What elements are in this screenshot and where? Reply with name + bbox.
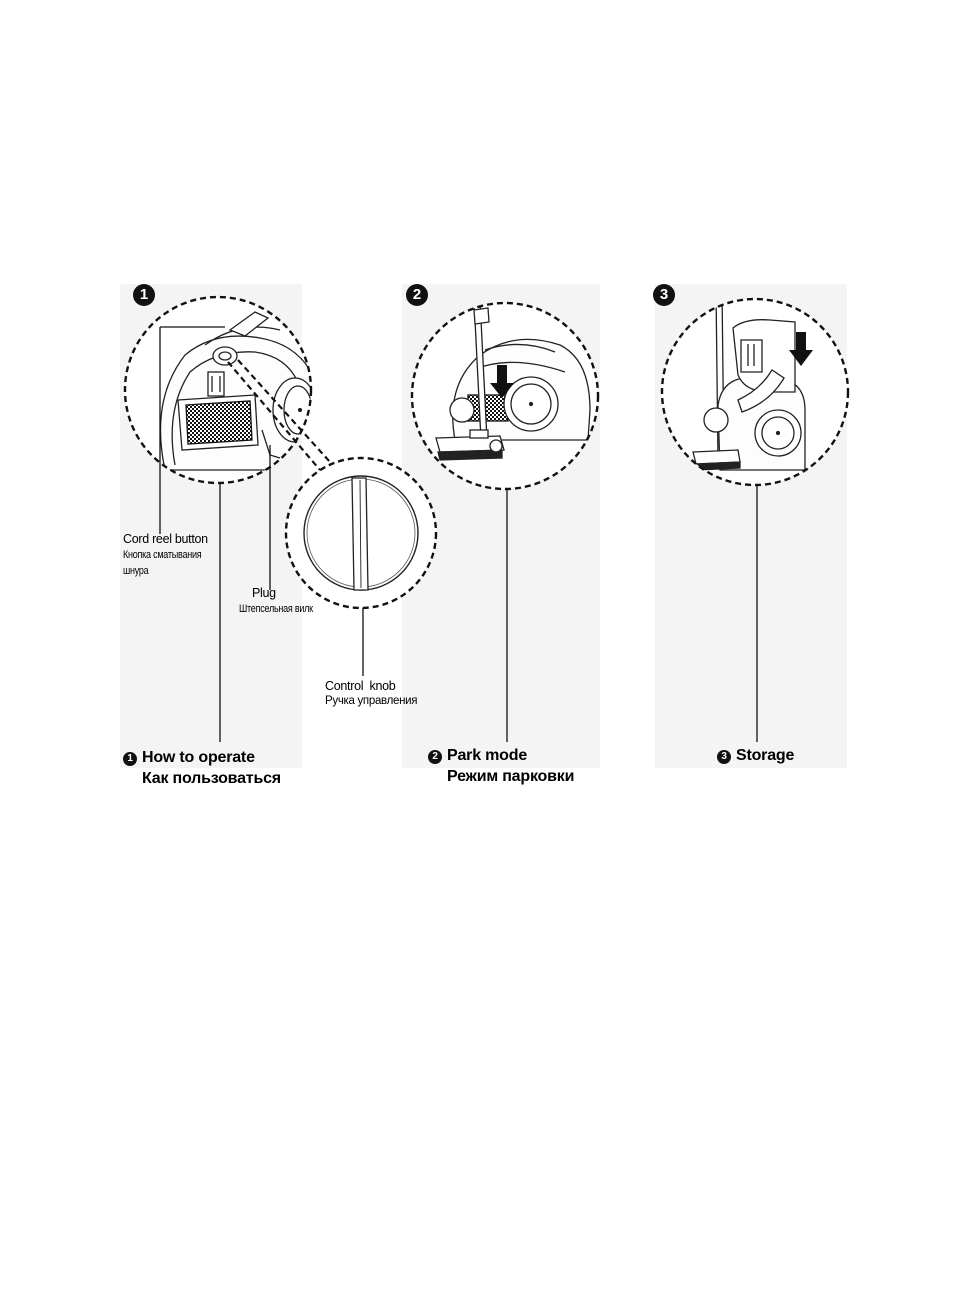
caption-2-title-en: Park mode bbox=[447, 747, 527, 764]
panel-2-illustration bbox=[412, 300, 598, 742]
caption-park-mode: 2 Park mode Режим парковки bbox=[428, 746, 574, 788]
caption-2-title-ru: Режим парковки bbox=[447, 768, 574, 785]
step-2-badge: 2 bbox=[406, 284, 428, 306]
panel-1-illustration bbox=[125, 297, 436, 742]
cord-reel-label-ru-line2: шнура bbox=[123, 565, 148, 578]
cord-reel-label-ru-line1: Кнопка сматывания bbox=[123, 549, 201, 562]
caption-storage: 3 Storage bbox=[717, 746, 794, 767]
caption-3-number: 3 bbox=[717, 750, 731, 764]
cord-reel-label-en: Cord reel button bbox=[123, 532, 208, 546]
caption-1-number: 1 bbox=[123, 752, 137, 766]
caption-1-title-en: How to operate bbox=[142, 749, 255, 766]
control-knob-label-en: Control knob bbox=[325, 679, 395, 693]
step-1-badge: 1 bbox=[133, 284, 155, 306]
plug-label-en: Plug bbox=[252, 586, 276, 600]
panel-3-illustration bbox=[662, 290, 848, 742]
plug-label-ru: Штепсельная вилк bbox=[239, 603, 313, 616]
caption-1-title-ru: Как пользоваться bbox=[142, 770, 281, 787]
control-knob-label-ru: Ручка управления bbox=[325, 695, 417, 708]
caption-2-number: 2 bbox=[428, 750, 442, 764]
caption-3-title-en: Storage bbox=[736, 747, 794, 764]
caption-how-to-operate: 1 How to operate Как пользоваться bbox=[123, 748, 281, 790]
step-3-badge: 3 bbox=[653, 284, 675, 306]
